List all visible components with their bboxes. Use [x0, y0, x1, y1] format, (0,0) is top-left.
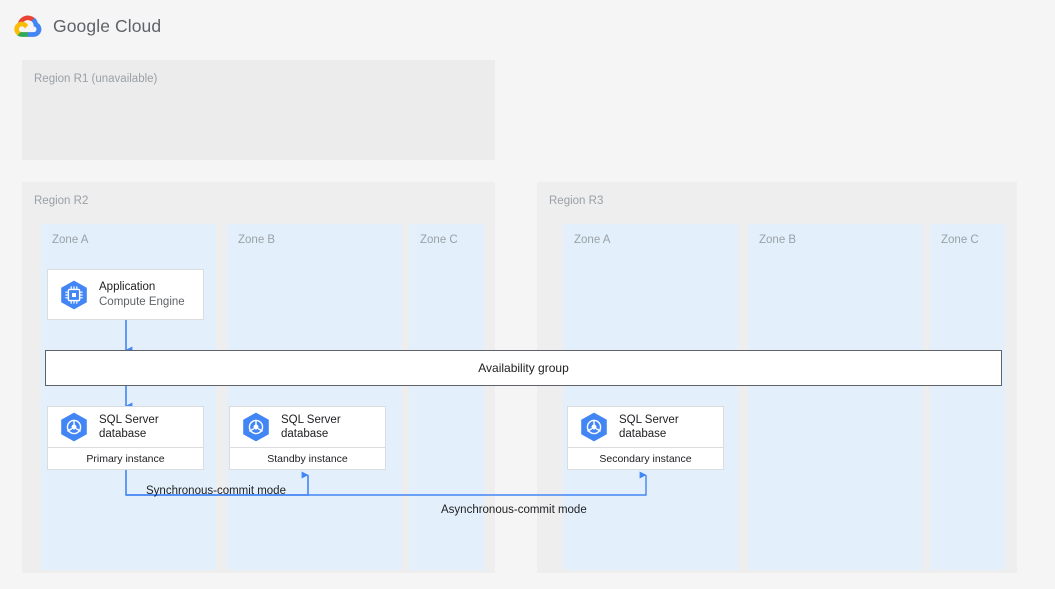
node-application-body: Application Compute Engine	[48, 270, 203, 319]
node-primary-database-footer: Primary instance	[48, 447, 203, 469]
node-secondary-database-title: SQL Server	[619, 413, 679, 426]
region-r2-zone-c: Zone C	[409, 224, 484, 570]
google-cloud-logo-icon	[14, 15, 42, 37]
sql-server-database-icon	[243, 412, 269, 442]
region-r2-label: Region R2	[34, 195, 89, 207]
region-r3-label: Region R3	[549, 195, 604, 207]
region-r2-zone-a-label: Zone A	[52, 234, 89, 246]
node-application-subtitle: Compute Engine	[99, 295, 185, 308]
region-r2-zone-b-label: Zone B	[238, 234, 276, 246]
node-standby-database-text: SQL Server database	[281, 413, 341, 442]
region-r1: Region R1 (unavailable)	[22, 60, 495, 160]
region-r3-zone-a-label: Zone A	[574, 234, 611, 246]
node-primary-database-title: SQL Server	[99, 413, 159, 426]
node-secondary-database-text: SQL Server database	[619, 413, 679, 442]
region-r2-zone-b: Zone B	[227, 224, 402, 570]
node-application-text: Application Compute Engine	[99, 280, 185, 309]
node-primary-database-title-line2: database	[99, 428, 147, 440]
node-primary-database-text: SQL Server database	[99, 413, 159, 442]
edge-label-asynchronous-commit: Asynchronous-commit mode	[441, 504, 587, 516]
node-secondary-database[interactable]: SQL Server database Secondary instance	[567, 406, 724, 470]
node-standby-database[interactable]: SQL Server database Standby instance	[229, 406, 386, 470]
region-r3-zone-a: Zone A	[563, 224, 738, 570]
edge-label-synchronous-commit: Synchronous-commit mode	[146, 485, 286, 497]
region-r3-zone-c-label: Zone C	[941, 234, 979, 246]
node-standby-database-title-line2: database	[281, 428, 329, 440]
node-primary-database-body: SQL Server database	[48, 407, 203, 447]
node-secondary-database-title-line2: database	[619, 428, 667, 440]
region-r3-zone-c: Zone C	[930, 224, 1005, 570]
region-r2-zone-c-label: Zone C	[420, 234, 458, 246]
compute-engine-icon	[61, 280, 87, 309]
node-application-title: Application	[99, 281, 156, 294]
node-secondary-database-footer: Secondary instance	[568, 447, 723, 469]
google-cloud-brand: Google Cloud	[14, 12, 161, 40]
node-standby-database-body: SQL Server database	[230, 407, 385, 447]
availability-group-bar[interactable]: Availability group	[45, 350, 1002, 386]
region-r3-zone-b: Zone B	[748, 224, 923, 570]
node-standby-database-footer: Standby instance	[230, 447, 385, 469]
region-r1-label: Region R1 (unavailable)	[34, 73, 158, 85]
node-primary-database[interactable]: SQL Server database Primary instance	[47, 406, 204, 470]
node-standby-database-title: SQL Server	[281, 413, 341, 426]
brand-name: Google Cloud	[53, 15, 162, 36]
region-r3-zone-b-label: Zone B	[759, 234, 797, 246]
node-secondary-database-body: SQL Server database	[568, 407, 723, 447]
sql-server-database-icon	[61, 412, 87, 442]
availability-group-label: Availability group	[478, 361, 569, 375]
sql-server-database-icon	[581, 412, 607, 442]
node-application[interactable]: Application Compute Engine	[47, 269, 204, 320]
